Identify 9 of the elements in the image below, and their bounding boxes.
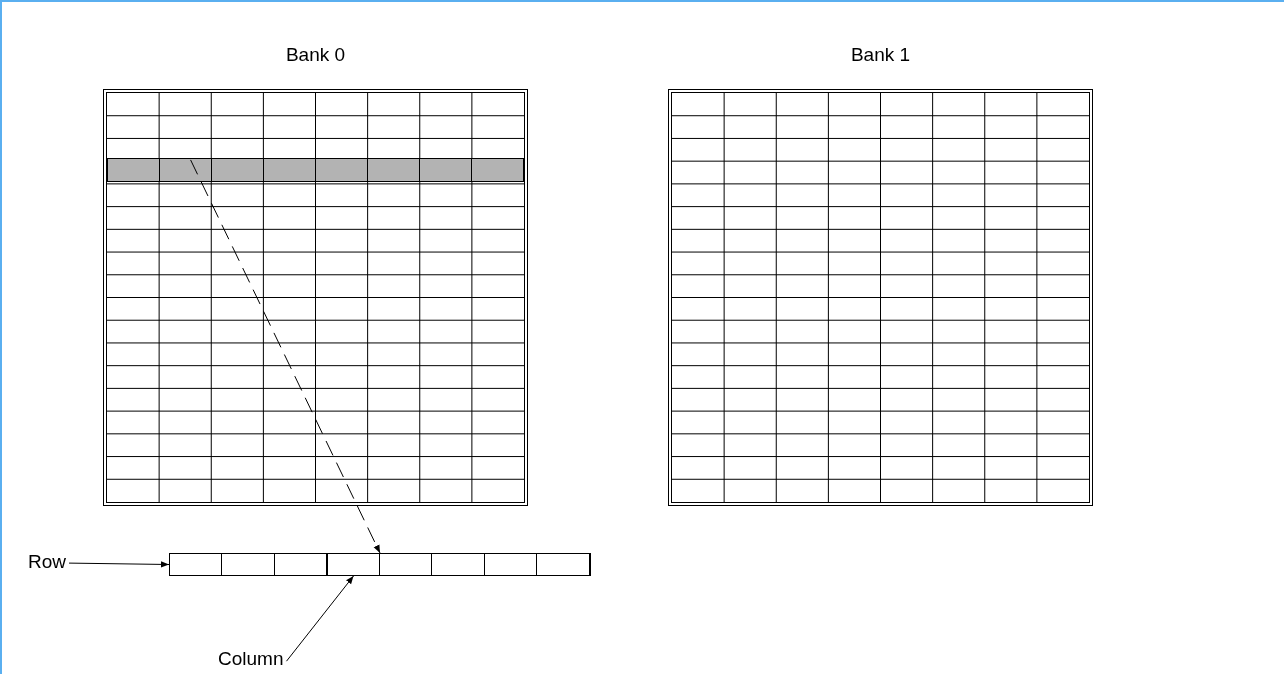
arrow	[68, 561, 170, 568]
arrow	[286, 575, 354, 662]
bank-title: Bank 1	[850, 44, 911, 66]
selected-row	[107, 158, 525, 182]
bank-title: Bank 0	[285, 44, 346, 66]
row-label: Row	[28, 551, 66, 573]
dashed-arrow	[190, 159, 381, 554]
column-label: Column	[218, 648, 284, 670]
row-buffer	[169, 553, 591, 576]
